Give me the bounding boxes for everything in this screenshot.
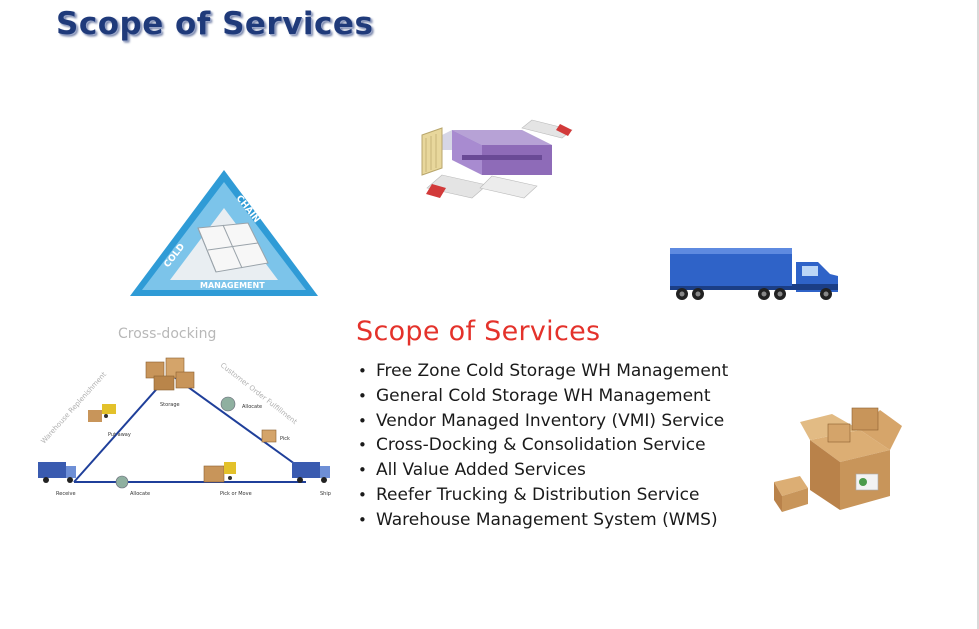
receive-truck-icon bbox=[38, 462, 76, 483]
page-title: Scope of Services bbox=[56, 6, 374, 42]
storage-label: Storage bbox=[160, 402, 180, 408]
cold-chain-logo: COLD CHAIN MANAGEMENT bbox=[130, 170, 318, 296]
pick-label: Pick bbox=[280, 436, 290, 442]
ship-truck-icon bbox=[292, 462, 330, 483]
allocate-top-label: Allocate bbox=[242, 404, 262, 410]
left-side-label: Warehouse Replenishment bbox=[40, 370, 109, 445]
services-list: Free Zone Cold Storage WH Management Gen… bbox=[356, 359, 786, 533]
storage-boxes-icon bbox=[145, 357, 195, 391]
services-heading: Scope of Services bbox=[356, 316, 601, 347]
service-item: General Cold Storage WH Management bbox=[356, 384, 786, 409]
slide-right-border bbox=[977, 0, 979, 629]
service-item: Reefer Trucking & Distribution Service bbox=[356, 483, 786, 508]
allocate-bottom-label: Allocate bbox=[130, 491, 150, 497]
right-side-label: Customer Order Fulfillment bbox=[219, 361, 299, 426]
cross-docking-diagram: Warehouse Replenishment Customer Order F… bbox=[38, 357, 331, 497]
service-item: Vendor Managed Inventory (VMI) Service bbox=[356, 409, 786, 434]
allocate-icon bbox=[220, 396, 236, 412]
service-item: Free Zone Cold Storage WH Management bbox=[356, 359, 786, 384]
service-item: All Value Added Services bbox=[356, 458, 786, 483]
conveyor-illustration bbox=[421, 119, 573, 199]
services-block: Scope of Services Free Zone Cold Storage… bbox=[356, 316, 786, 533]
ship-label: Ship bbox=[320, 491, 331, 497]
allocate-bottom-icon bbox=[115, 475, 129, 489]
cross-docking-title: Cross-docking bbox=[118, 326, 217, 342]
pick-box-icon bbox=[261, 429, 277, 443]
service-item: Cross-Docking & Consolidation Service bbox=[356, 433, 786, 458]
forklift-bottom-icon bbox=[203, 462, 236, 483]
pick-or-move-label: Pick or Move bbox=[220, 491, 252, 497]
management-label: MANAGEMENT bbox=[200, 281, 265, 290]
put-away-label: Put away bbox=[108, 432, 131, 438]
service-item: Warehouse Management System (WMS) bbox=[356, 508, 786, 533]
boxes-illustration bbox=[774, 407, 902, 512]
receive-label: Receive bbox=[56, 491, 76, 497]
truck-illustration bbox=[670, 248, 838, 300]
forklift-icon bbox=[88, 404, 116, 422]
